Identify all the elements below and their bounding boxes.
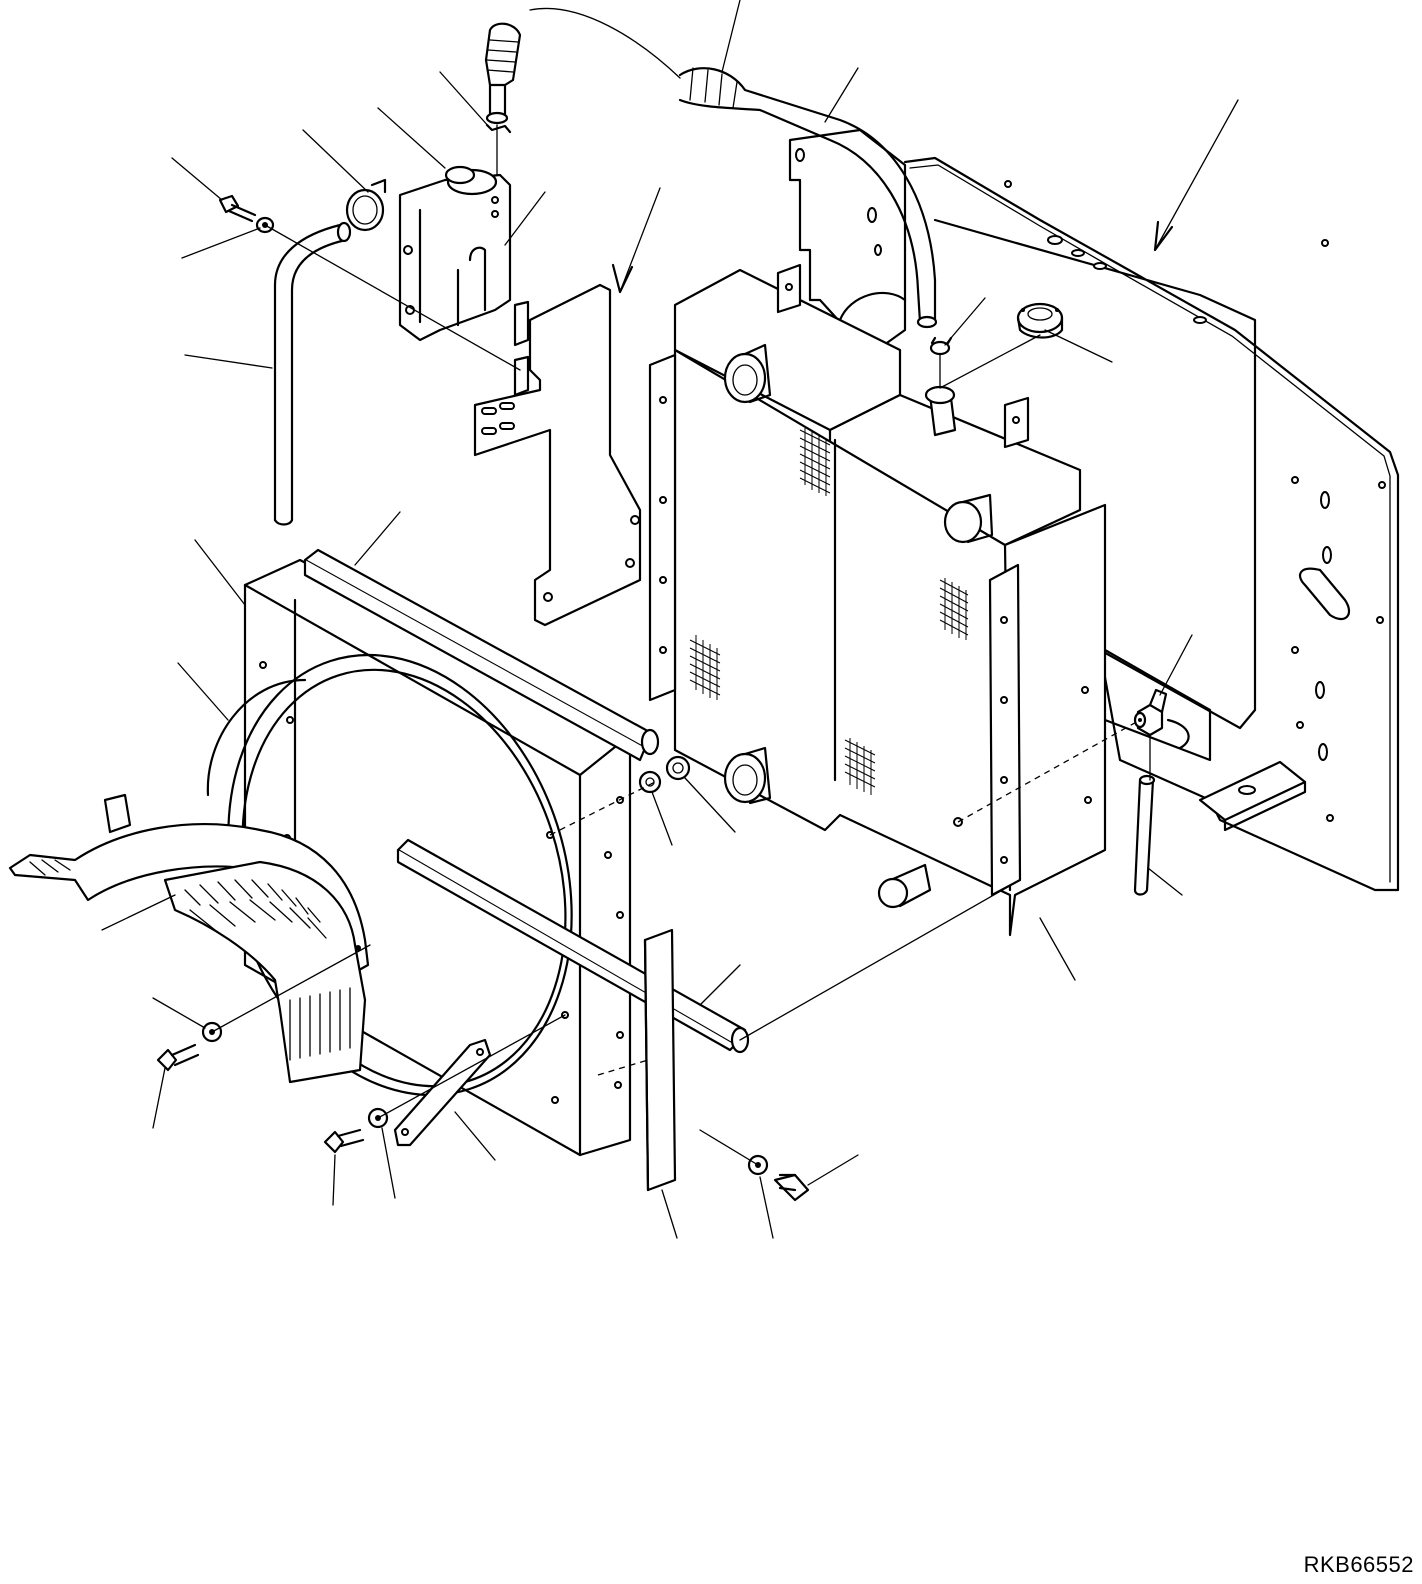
ring-clamp-strap [395,1040,490,1145]
lower-mount-plate [1200,762,1305,830]
drain-valve [1135,690,1166,735]
leader-lines [102,0,1238,1238]
drain-hose [1135,776,1154,895]
fan-guard [10,795,368,1082]
hose-clamp-ring [347,180,385,230]
bolt-bottom-right [749,1156,808,1200]
top-seal-strip [305,550,658,760]
drawing-code: RKB66552 [1303,1552,1414,1577]
side-frame-plate [905,158,1398,890]
top-hose-segment [486,24,520,132]
radiator-cap [1018,304,1062,338]
alignment-lines [212,125,1150,1165]
overflow-hose [275,223,350,525]
bolt-bottom-left [325,1109,387,1152]
radiator-core [650,265,1105,935]
side-seal-strip [645,930,675,1190]
bolt-top-left [220,196,273,232]
coolant-reservoir-tank [400,167,510,340]
rubber-mounts [640,757,689,792]
mounting-bracket [475,285,640,625]
bolt-left-grill [158,1023,221,1070]
rear-shroud-plate [790,130,1210,760]
radiator-top-hose [530,8,936,327]
small-hose-clamp [931,338,951,354]
